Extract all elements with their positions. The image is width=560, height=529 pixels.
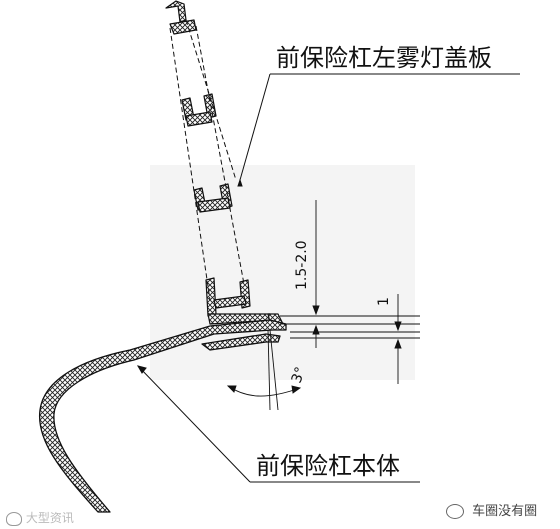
dim-overlap-label: 1 (376, 297, 392, 306)
dimension-lines (226, 200, 420, 411)
dim-gap-label: 1.5-2.0 (294, 240, 310, 290)
watermark-right: 车圈没有圈 (446, 500, 537, 519)
background-panel (150, 165, 415, 380)
watermark-left: 大型资讯 (6, 509, 74, 526)
watermark-left-text: 大型资讯 (25, 511, 74, 525)
fog-lamp-cover-hidden-lines (169, 19, 245, 301)
leader-lines (136, 73, 520, 483)
leader-fog-lamp (239, 73, 271, 181)
weibo-logo-icon (6, 511, 22, 526)
fog-lamp-cover-section (165, 0, 285, 331)
watermark-right-text: 车圈没有圈 (472, 504, 538, 519)
leader-body (137, 365, 251, 483)
dim-angle-label: 3° (289, 365, 309, 385)
label-bumper-body: 前保险杠本体 (256, 452, 400, 480)
label-fog-lamp-cover: 前保险杠左雾灯盖板 (276, 44, 492, 72)
wechat-icon (446, 504, 464, 519)
